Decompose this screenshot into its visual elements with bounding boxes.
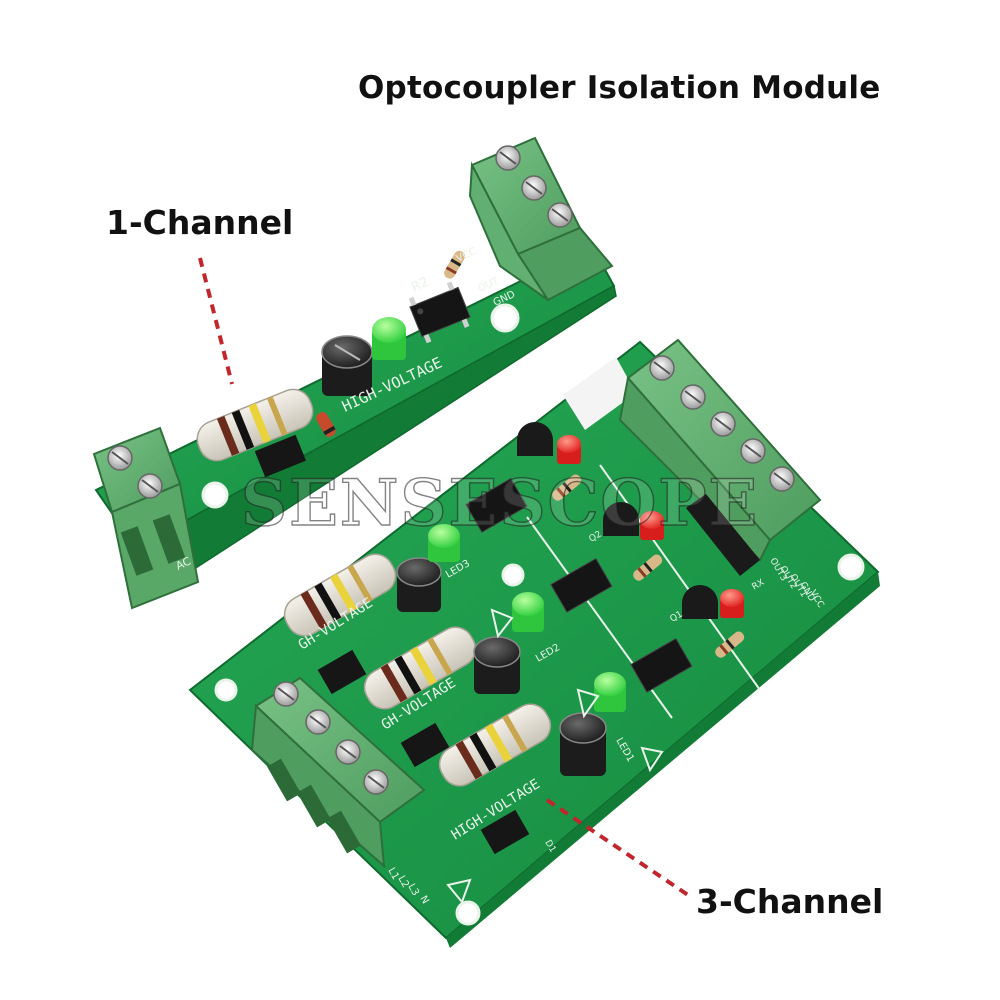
hazard-triangle-icon xyxy=(576,688,600,719)
large-board-small-resistors xyxy=(552,474,745,658)
large-board-capacitor-2 xyxy=(473,636,521,694)
three-channel-callout-line xyxy=(545,798,690,897)
large-board-red-led-3 xyxy=(557,435,581,464)
large-board-output-terminal xyxy=(618,338,822,562)
large-board-optocoupler-3 xyxy=(465,477,528,533)
large-board-power-resistor-2 xyxy=(363,626,477,710)
large-board-transistor-3 xyxy=(517,422,553,456)
large-board-red-led-1 xyxy=(720,589,744,618)
ac-pin-label-n: N xyxy=(417,894,430,906)
small-board-resistor-r2 xyxy=(444,250,465,279)
hazard-triangle-icon xyxy=(640,746,664,773)
small-board-optocoupler xyxy=(408,281,471,344)
small-board-led xyxy=(372,317,406,360)
large-board-transistor-1 xyxy=(682,585,718,619)
small-board-ac-label: AC xyxy=(174,554,193,572)
large-board-led-1 xyxy=(594,672,626,712)
small-board-capacitor xyxy=(321,335,373,396)
large-board-pin-header xyxy=(686,494,760,576)
one-channel-callout-line xyxy=(198,257,234,385)
small-board-r2-label: R2 xyxy=(409,275,431,296)
three-channel-board: GH-VOLTAGE GH-VOLTAGE HIGH-VOLTAGE LED3 … xyxy=(188,338,880,948)
large-board-bridge-2 xyxy=(400,722,450,768)
ac-pin-label-l3: L3 xyxy=(405,882,420,898)
large-board-capacitor-3 xyxy=(396,557,442,612)
large-board-bridge-1 xyxy=(480,809,530,855)
large-board-optocoupler-2 xyxy=(550,557,613,613)
large-board-capacitor-1 xyxy=(559,712,607,776)
three-channel-label: 3-Channel xyxy=(696,882,884,921)
one-channel-label: 1-Channel xyxy=(106,203,294,242)
large-board-power-resistor-1 xyxy=(438,703,552,787)
page-title: Optocoupler Isolation Module xyxy=(358,70,881,106)
large-board-ac-pin-labels: L1 L2 L3 N xyxy=(385,866,430,906)
small-board-power-resistor xyxy=(196,388,314,462)
small-board-output-terminal xyxy=(468,136,614,302)
watermark-text: SENSESCOPE xyxy=(241,466,759,541)
ac-pin-label-l2: L2 xyxy=(395,874,410,890)
ac-pin-label-l1: L1 xyxy=(385,866,400,882)
large-board-transistor-2 xyxy=(603,502,639,536)
small-board-vcc-label: VCC xyxy=(455,246,479,265)
large-board-power-resistor-3 xyxy=(283,553,397,637)
callout-arrows xyxy=(198,257,690,897)
large-board-bridge-3 xyxy=(317,649,367,695)
one-channel-board: HIGH-VOLTAGE R2 OUT GND VCC AC xyxy=(92,136,617,610)
large-board-optocoupler-1 xyxy=(630,637,693,693)
small-board-bridge xyxy=(254,434,307,478)
large-board-led-3 xyxy=(428,524,460,562)
large-board-led-2 xyxy=(512,592,544,632)
small-board-ac-terminal xyxy=(92,426,200,610)
large-board-ac-terminal xyxy=(250,676,426,869)
hazard-triangle-icon xyxy=(490,608,514,639)
small-board-diode xyxy=(316,412,336,437)
large-board-red-led-2 xyxy=(640,511,664,540)
hazard-triangle-icons xyxy=(446,608,664,904)
hazard-triangle-icon xyxy=(446,878,472,904)
